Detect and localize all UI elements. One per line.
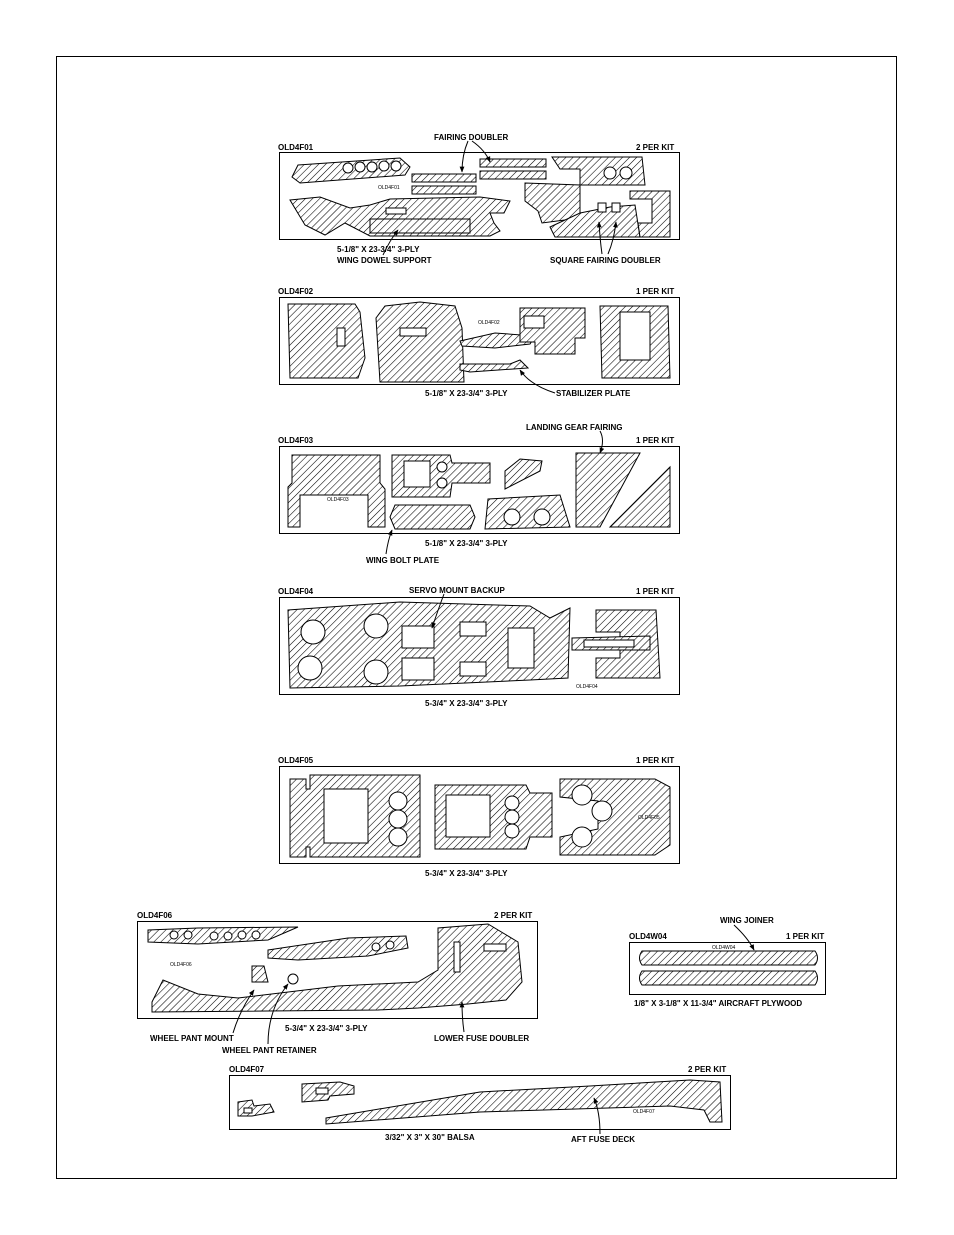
sheet-qty-f01: 2 PER KIT — [636, 143, 675, 152]
parts-sheet-f06: OLD4F06 — [137, 921, 538, 1019]
size-w04: 1/8" X 3-1/8" X 11-3/4" AIRCRAFT PLYWOOD — [634, 999, 803, 1008]
sheet-qty-f02: 1 PER KIT — [636, 287, 675, 296]
sheet-code-f03: OLD4F03 — [278, 436, 314, 445]
callout-wing-bolt-plate: WING BOLT PLATE — [366, 556, 440, 565]
parts-drawing-f01 — [289, 156, 671, 238]
inner-label-f07: OLD4F07 — [633, 1109, 655, 1115]
sheet-code-f02: OLD4F02 — [278, 287, 314, 296]
inner-label-w04: OLD4W04 — [712, 945, 736, 951]
parts-drawing-f05 — [289, 774, 671, 858]
sheet-qty-f05: 1 PER KIT — [636, 756, 675, 765]
parts-drawing-f06 — [147, 923, 523, 1013]
parts-sheet-f01: OLD4F01 — [279, 152, 680, 240]
sheet-code-w04: OLD4W04 — [629, 932, 667, 941]
sheet-code-f04: OLD4F04 — [278, 587, 314, 596]
parts-drawing-f03 — [287, 452, 671, 530]
parts-sheet-f03: OLD4F03 — [279, 446, 680, 534]
size-f01: 5-1/8" X 23-3/4" 3-PLY — [337, 245, 420, 254]
inner-label-f05: OLD4F05 — [638, 815, 660, 821]
sheet-qty-f03: 1 PER KIT — [636, 436, 675, 445]
sheet-code-f07: OLD4F07 — [229, 1065, 265, 1074]
size-f05: 5-3/4" X 23-3/4" 3-PLY — [425, 869, 508, 878]
parts-sheet-w04: OLD4W04 — [629, 942, 826, 995]
sheet-code-f01: OLD4F01 — [278, 143, 314, 152]
size-f02: 5-1/8" X 23-3/4" 3-PLY — [425, 389, 508, 398]
callout-aft-fuse-deck: AFT FUSE DECK — [571, 1135, 635, 1144]
parts-drawing-f02 — [287, 301, 671, 383]
callout-square-fairing-doubler: SQUARE FAIRING DOUBLER — [550, 256, 661, 265]
callout-wheel-pant-mount: WHEEL PANT MOUNT — [150, 1034, 234, 1043]
sheet-qty-f07: 2 PER KIT — [688, 1065, 727, 1074]
parts-drawing-f07 — [237, 1079, 723, 1125]
callout-wing-dowel-support: WING DOWEL SUPPORT — [337, 256, 432, 265]
size-f03: 5-1/8" X 23-3/4" 3-PLY — [425, 539, 508, 548]
inner-label-f03: OLD4F03 — [327, 497, 349, 503]
inner-label-f06: OLD4F06 — [170, 962, 192, 968]
sheet-qty-f04: 1 PER KIT — [636, 587, 675, 596]
callout-stabilizer-plate: STABILIZER PLATE — [556, 389, 631, 398]
parts-sheet-f02: OLD4F02 — [279, 297, 680, 385]
callout-servo-mount-backup: SERVO MOUNT BACKUP — [409, 586, 505, 595]
parts-sheet-f07: OLD4F07 — [229, 1075, 731, 1130]
callout-wing-joiner: WING JOINER — [720, 916, 774, 925]
callout-landing-gear-fairing: LANDING GEAR FAIRING — [526, 423, 623, 432]
inner-label-f02: OLD4F02 — [478, 320, 500, 326]
sheet-qty-w04: 1 PER KIT — [786, 932, 825, 941]
sheet-qty-f06: 2 PER KIT — [494, 911, 533, 920]
page-border — [56, 56, 897, 1179]
size-f06: 5-3/4" X 23-3/4" 3-PLY — [285, 1024, 368, 1033]
callout-fairing-doubler: FAIRING DOUBLER — [434, 133, 509, 142]
size-f04: 5-3/4" X 23-3/4" 3-PLY — [425, 699, 508, 708]
parts-sheet-f05: OLD4F05 — [279, 766, 680, 864]
sheet-code-f06: OLD4F06 — [137, 911, 173, 920]
size-f07: 3/32" X 3" X 30" BALSA — [385, 1133, 475, 1142]
inner-label-f01: OLD4F01 — [378, 185, 400, 191]
callout-wheel-pant-retainer: WHEEL PANT RETAINER — [222, 1046, 317, 1055]
inner-label-f04: OLD4F04 — [576, 684, 598, 690]
sheet-code-f05: OLD4F05 — [278, 756, 314, 765]
callout-lower-fuse-doubler: LOWER FUSE DOUBLER — [434, 1034, 530, 1043]
parts-drawing-f04 — [287, 601, 661, 689]
parts-sheet-f04: OLD4F04 — [279, 597, 680, 695]
parts-drawing-w04 — [639, 950, 818, 986]
